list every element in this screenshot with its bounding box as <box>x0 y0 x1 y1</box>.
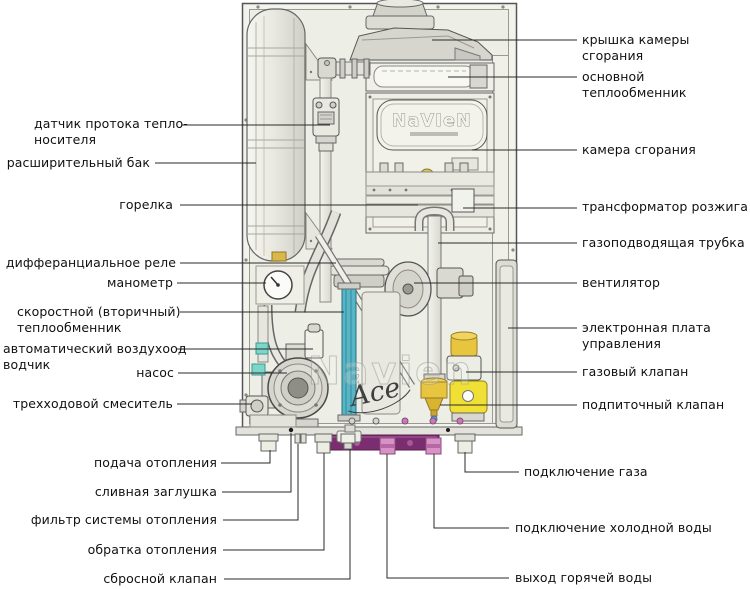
label-makeup-valve: подпиточный клапан <box>582 397 725 412</box>
label-main-hx: основной теплообменник <box>582 69 687 100</box>
heating-supply-stub <box>258 433 279 442</box>
leader-drain-plug <box>222 433 292 493</box>
navien-watermark: Navien <box>308 349 474 393</box>
leader-heating-filter <box>223 444 299 521</box>
expansion-tank <box>246 8 306 262</box>
label-relief-valve: сбросной клапан <box>103 571 217 586</box>
navien-logo: NaVIeN <box>392 111 472 131</box>
label-hot-water-outlet: выход горячей воды <box>515 570 653 585</box>
secondary-heat-exchanger <box>337 282 401 422</box>
label-differential-relay: дифферанциальное реле <box>5 255 176 270</box>
three-way-mixer <box>239 395 269 417</box>
label-ignition-transformer: трансформатор розжига <box>582 199 749 214</box>
main-heat-exchanger <box>365 62 495 98</box>
leader-cold-water <box>433 454 509 529</box>
gas-valve <box>446 331 482 381</box>
label-control-board: электронная плата управления <box>582 320 711 351</box>
filter-stub <box>294 433 301 444</box>
label-three-way-mixer: трехходовой смеситель <box>12 396 173 411</box>
label-combustion-chamber: камера сгорания <box>582 142 696 157</box>
ace-flourish <box>348 389 411 414</box>
ignition-transformer <box>451 188 475 213</box>
control-board <box>495 259 518 429</box>
base-fittings <box>348 417 464 425</box>
label-combustion-cover: крышка камеры сгорания <box>582 32 690 63</box>
leader-lines <box>155 39 577 580</box>
base-plate <box>235 426 523 436</box>
combustion-cover <box>349 27 493 61</box>
gas-connection-stub <box>454 433 476 442</box>
relief-valve-stub <box>340 433 356 444</box>
drain-plug-dot <box>288 427 294 433</box>
label-drain-plug: сливная заглушка <box>94 484 217 499</box>
flue-collar <box>365 0 435 30</box>
logo-subtext-bar <box>410 132 458 136</box>
label-heating-supply: подача отопления <box>94 455 217 470</box>
supply-elbow <box>317 57 371 79</box>
label-flow-sensor: датчик протока тепло- носителя <box>34 116 188 147</box>
label-gas-connection: подключение газа <box>524 464 648 479</box>
flow-sensor <box>312 77 340 303</box>
label-gas-supply-pipe: газоподводящая трубка <box>582 235 745 250</box>
bottom-fitting-block <box>249 414 297 428</box>
leader-heating-supply <box>221 450 271 464</box>
leader-gas-connection <box>464 452 519 473</box>
label-heating-filter: фильтр системы отопления <box>30 512 217 527</box>
label-gas-valve: газовый клапан <box>582 364 689 379</box>
label-cold-water-connection: подключение холодной воды <box>515 520 712 535</box>
label-burner: горелка <box>119 197 173 212</box>
label-fan: вентилятор <box>582 275 661 290</box>
label-heating-return: обратка отопления <box>87 542 217 557</box>
label-secondary-hx: скоростной (вторичный) теплообменник <box>17 304 181 335</box>
heating-return-stub <box>314 433 333 443</box>
label-auto-air-vent: автоматический воздухоод водчик <box>3 341 187 372</box>
label-manometer: манометр <box>106 275 173 290</box>
leader-heating-return <box>223 453 325 551</box>
label-expansion-tank: расширительный бак <box>6 155 150 170</box>
bottom-connections <box>258 427 476 454</box>
pressure-gauge <box>255 251 305 305</box>
leader-relief-valve <box>224 449 351 580</box>
leader-hot-water <box>386 454 509 579</box>
label-pump: насос <box>136 365 174 380</box>
teal-fitting <box>251 363 266 376</box>
